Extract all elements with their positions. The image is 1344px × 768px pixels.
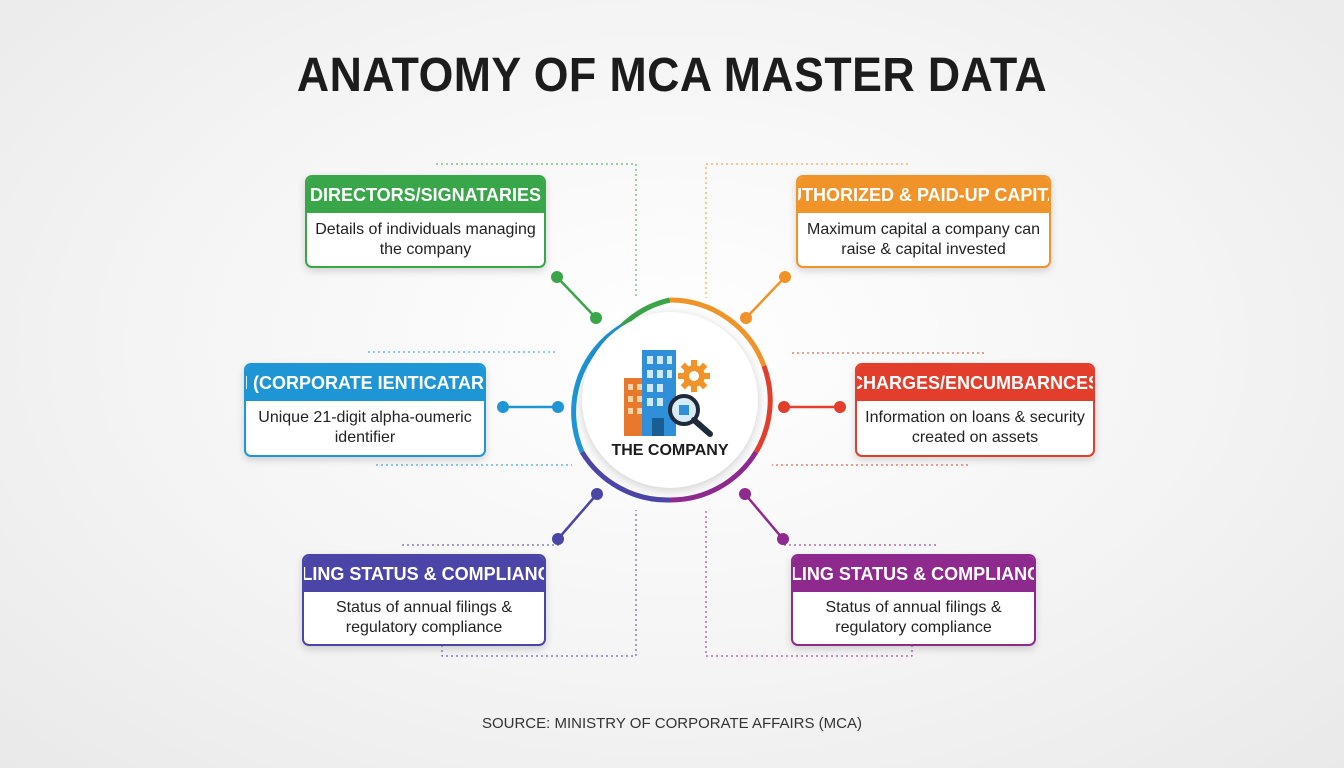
page-title: ANATOMY OF MCA MASTER DATA [296,49,1048,102]
card-charges: CHARGES/ENCUMBARNCES Information on loan… [855,363,1095,457]
card-filing-left-body: Status of annual filings & regulatory co… [335,599,513,636]
card-cin: CIN (CORPORATE IENTICATARIES Unique 21-d… [244,363,486,457]
card-capital-heading: AUTHORIZED & PAID-UP CAPITAL [798,177,1049,213]
card-directors-body: Details of individuals managing the comp… [315,220,536,258]
guide-cin [368,351,572,466]
card-filing-right-body: Status of annual filings & regulatory co… [825,599,1002,636]
guide-directors [436,163,637,298]
guide-filing-right [705,510,936,657]
card-directors: DIRECTORS/SIGNATARIES Details of individ… [305,175,546,268]
connector-cin [497,401,564,413]
company-hub: THE COMPANY [582,312,758,488]
guide-capital [705,163,908,298]
guide-filing-left [402,510,637,657]
connector-directors [551,271,602,324]
hub-label: THE COMPANY [611,442,729,459]
source-note: SOURCE: MINISTRY OF CORPORATE AFFAIRS (M… [481,715,863,732]
card-filing-right: FILING STATUS & COMPLIANCE Status of ann… [791,554,1036,646]
card-capital-body: Maximum capital a company can raise & ca… [807,220,1040,258]
card-filing-right-heading: FILING STATUS & COMPLIANCE [793,556,1034,592]
card-filing-left-heading: FILING STATUS & COMPLIANCE [304,556,544,592]
card-capital: AUTHORIZED & PAID-UP CAPITAL Maximum cap… [796,175,1051,268]
connector-capital [740,271,791,324]
card-cin-body: Unique 21-digit alpha-oumeric identifier [258,409,472,446]
card-filing-left: FILING STATUS & COMPLIANCE Status of ann… [302,554,546,646]
card-charges-body: Information on loans & security created … [865,409,1085,446]
card-directors-heading: DIRECTORS/SIGNATARIES [307,177,544,213]
connector-charges [778,401,846,413]
guide-charges [772,352,984,466]
connector-filing-left [552,488,603,545]
company-building-icon [624,350,713,437]
card-cin-heading: CIN (CORPORATE IENTICATARIES [246,365,484,401]
connector-filing-right [739,488,789,545]
card-charges-heading: CHARGES/ENCUMBARNCES [857,365,1093,401]
